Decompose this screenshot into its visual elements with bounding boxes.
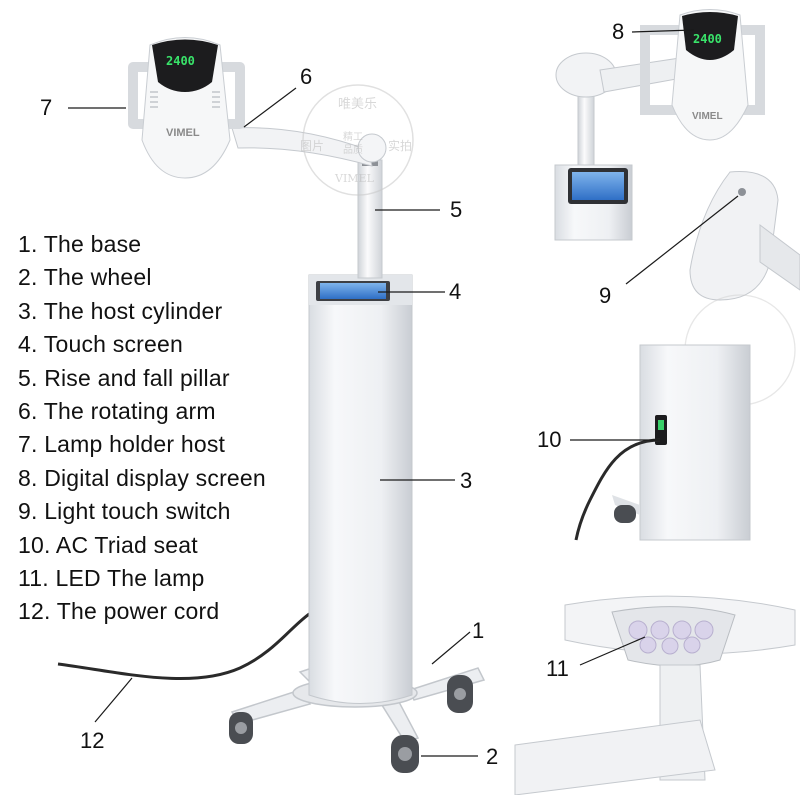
rotating-arm: [231, 127, 373, 167]
callout-9: 9: [599, 283, 612, 308]
part-name: The wheel: [43, 264, 152, 291]
svg-text:VIMEL: VIMEL: [692, 111, 723, 122]
part-number: 6.: [18, 398, 38, 425]
parts-legend-item: 7. Lamp holder host: [18, 428, 266, 461]
callout-11: 11: [546, 656, 569, 681]
photo-switch-detail: [684, 171, 800, 406]
part-name: Rise and fall pillar: [44, 364, 230, 391]
part-name: The host cylinder: [43, 297, 223, 324]
svg-text:VIMEL: VIMEL: [334, 172, 375, 185]
callout-1: 1: [472, 618, 485, 643]
parts-legend-item: 12. The power cord: [18, 595, 266, 628]
part-number: 4.: [18, 331, 38, 358]
callout-5: 5: [450, 197, 463, 222]
part-name: The base: [43, 231, 142, 257]
parts-legend-item: 8. Digital display screen: [18, 462, 266, 495]
parts-legend-item: 5. Rise and fall pillar: [18, 362, 266, 395]
part-name: Digital display screen: [44, 464, 266, 491]
part-name: Light touch switch: [44, 498, 231, 525]
brand-label: VIMEL: [166, 127, 200, 139]
parts-legend-item: 2. The wheel: [18, 261, 266, 294]
touch-screen: [316, 281, 390, 301]
main-device: 2400 VIMEL 唯美乐 图片 精工 品质 实拍 VIMEL: [57, 37, 486, 773]
part-number: 7.: [18, 431, 38, 458]
parts-legend-item: 11. LED The lamp: [18, 562, 266, 595]
svg-text:图片: 图片: [300, 139, 324, 153]
part-number: 9.: [18, 498, 38, 525]
part-number: 3.: [18, 297, 38, 324]
power-cord: [57, 610, 313, 681]
part-number: 5.: [18, 364, 38, 391]
parts-legend-item: 1. The base: [18, 228, 266, 261]
svg-text:精工: 精工: [343, 130, 363, 143]
svg-text:唯美乐: 唯美乐: [338, 97, 377, 112]
wheels: [229, 675, 473, 773]
part-number: 1.: [18, 231, 38, 257]
part-number: 11.: [18, 565, 49, 592]
display-readout-detail: 2400: [693, 32, 722, 46]
leader-lines: [68, 29, 739, 757]
callout-7: 7: [40, 95, 53, 120]
callout-4: 4: [449, 279, 462, 304]
photo-socket-detail: [574, 344, 751, 541]
callout-10: 10: [537, 427, 562, 452]
lamp-holder-host: 2400 VIMEL: [128, 37, 245, 179]
part-name: Lamp holder host: [44, 431, 226, 458]
parts-legend-item: 4. Touch screen: [18, 328, 266, 361]
part-number: 12.: [18, 598, 51, 625]
part-name: AC Triad seat: [55, 531, 198, 558]
part-name: LED The lamp: [55, 565, 205, 592]
svg-text:实拍: 实拍: [388, 138, 412, 153]
part-name: The power cord: [56, 598, 220, 625]
callout-2: 2: [486, 744, 499, 769]
part-name: Touch screen: [43, 331, 183, 358]
display-readout: 2400: [166, 54, 195, 68]
watermark: 唯美乐 图片 精工 品质 实拍 VIMEL: [300, 84, 414, 196]
photo-display-detail: 2400 VIMEL: [554, 9, 765, 241]
part-number: 10.: [18, 531, 51, 558]
part-name: The rotating arm: [43, 398, 216, 425]
callout-12: 12: [80, 728, 105, 753]
parts-legend-item: 3. The host cylinder: [18, 295, 266, 328]
part-number: 2.: [18, 264, 38, 291]
parts-legend-item: 9. Light touch switch: [18, 495, 266, 528]
parts-legend-item: 10. AC Triad seat: [18, 529, 266, 562]
callout-3: 3: [460, 468, 473, 493]
callout-6: 6: [300, 64, 313, 89]
svg-text:品质: 品质: [343, 144, 363, 156]
parts-legend-item: 6. The rotating arm: [18, 395, 266, 428]
callout-8: 8: [612, 19, 625, 44]
host-cylinder: [308, 274, 413, 704]
photo-led-detail: [514, 595, 796, 796]
part-number: 8.: [18, 464, 38, 491]
